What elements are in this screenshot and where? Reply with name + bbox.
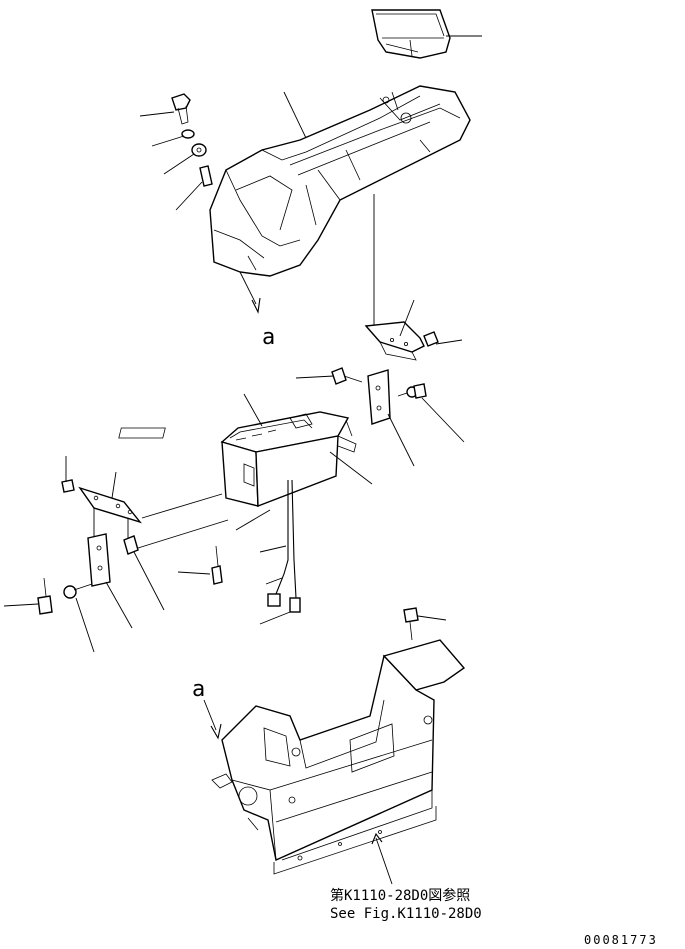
right-plate-part bbox=[367, 369, 391, 425]
bolt-right-b bbox=[397, 383, 427, 399]
leader-right-bracket bbox=[399, 299, 415, 337]
clip-left bbox=[61, 479, 75, 493]
switch-panel-part bbox=[118, 411, 357, 508]
console-stand-part bbox=[211, 639, 466, 875]
leader-bolt-upper bbox=[139, 111, 175, 117]
leader-clip-lower-left bbox=[133, 551, 165, 611]
reference-note-jp: 第K1110-28D0図参照 bbox=[330, 887, 470, 904]
leader-console-cover bbox=[283, 91, 307, 139]
bolt-lower-left-a bbox=[37, 577, 53, 615]
bolt-lower-left-b bbox=[63, 583, 93, 599]
leader-bolt-right-b bbox=[421, 397, 465, 443]
reference-note-en: See Fig.K1110-28D0 bbox=[330, 906, 482, 922]
leader-switch-panel bbox=[243, 393, 263, 427]
view-arrow-upper bbox=[239, 271, 261, 314]
leader-bolt-right-a bbox=[295, 375, 335, 379]
bolt-center-left bbox=[211, 545, 223, 585]
leader-bolt-center-left bbox=[177, 571, 211, 575]
drawing-number: 00081773 bbox=[584, 933, 658, 947]
bolt-stack-upper bbox=[171, 93, 213, 187]
right-bracket-part bbox=[364, 321, 425, 361]
reference-arrow bbox=[371, 832, 393, 885]
console-cover-part bbox=[209, 85, 471, 277]
bolt-right-a bbox=[331, 367, 363, 385]
view-label-lower: a bbox=[192, 677, 205, 702]
leader-bolt-lower-left-a bbox=[3, 603, 39, 607]
leader-harness-b bbox=[265, 577, 283, 585]
left-plate-part bbox=[87, 533, 139, 587]
wiring-harness-part bbox=[267, 479, 301, 613]
assembly-line-lower-diag bbox=[137, 519, 229, 549]
leader-left-plate bbox=[105, 581, 133, 629]
view-label-upper: a bbox=[262, 325, 275, 350]
leader-panel-box bbox=[329, 451, 373, 485]
leader-collar-upper bbox=[175, 181, 203, 211]
clip-right bbox=[423, 331, 439, 347]
leader-clip-right bbox=[435, 339, 463, 345]
leader-harness-c bbox=[259, 611, 291, 625]
leader-bolt-stand bbox=[417, 615, 447, 621]
view-arrow-lower bbox=[203, 699, 222, 740]
bolt-stand bbox=[403, 607, 419, 641]
assembly-line-upper-diag bbox=[141, 493, 223, 519]
leader-right-plate bbox=[387, 413, 415, 467]
cup-holder-part bbox=[371, 9, 451, 59]
leader-left-bracket bbox=[111, 471, 117, 499]
left-bracket-part bbox=[78, 486, 142, 524]
leader-nut-upper bbox=[163, 153, 195, 175]
leader-bolt-lower-left-b bbox=[75, 597, 95, 653]
leader-washer-upper bbox=[151, 135, 185, 147]
leader-harness-top bbox=[235, 509, 271, 531]
leader-harness-a bbox=[259, 545, 287, 553]
